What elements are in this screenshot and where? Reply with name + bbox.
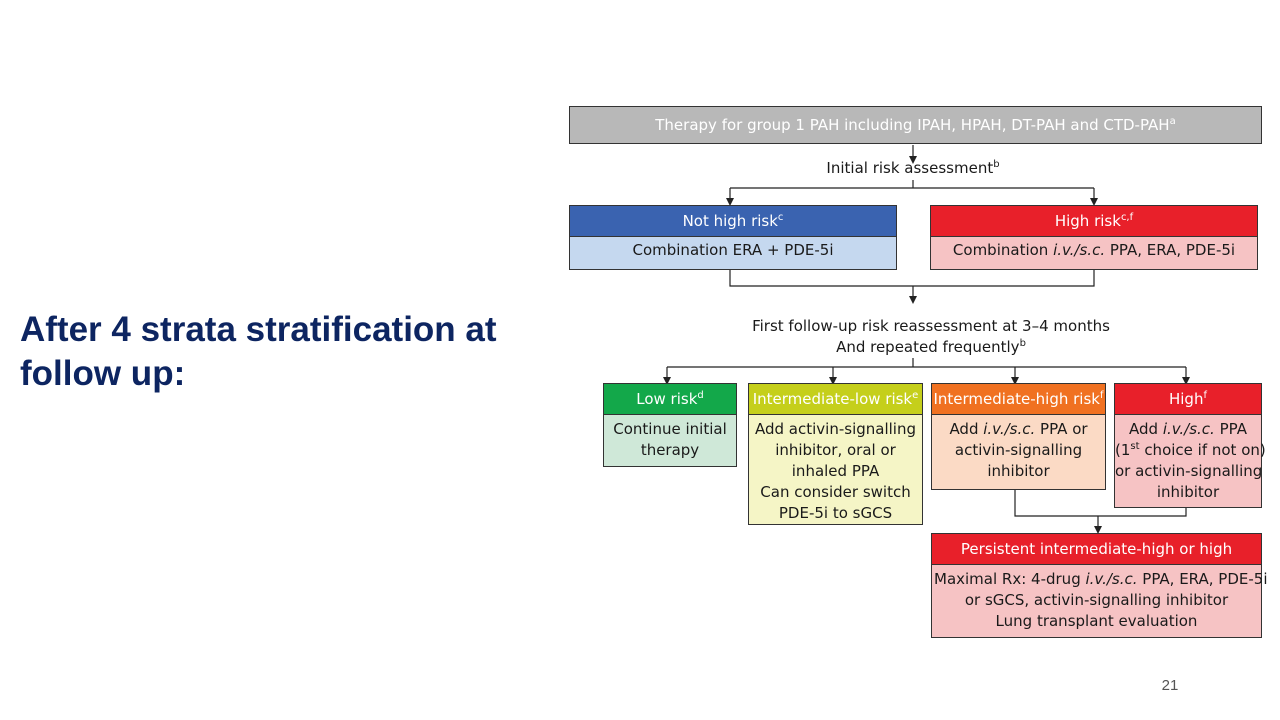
low-risk-sup: d bbox=[697, 390, 704, 401]
low-risk-line2: therapy bbox=[640, 441, 700, 459]
persistent-header: Persistent intermediate-high or high bbox=[932, 534, 1261, 565]
intermediate-high-line1-suffix: PPA or bbox=[1035, 420, 1088, 438]
intermediate-low-body: Add activin-signalling inhibitor, oral o… bbox=[749, 415, 922, 528]
intermediate-high-body: Add i.v./s.c. PPA or activin-signalling … bbox=[932, 415, 1105, 486]
not-high-risk-sup: c bbox=[777, 212, 784, 223]
high-f-line2-suffix: choice if not on) bbox=[1139, 441, 1266, 459]
initial-assessment-sup: b bbox=[993, 159, 1000, 170]
intermediate-high-title: Intermediate-high risk bbox=[933, 390, 1100, 408]
intermediate-high-line2: activin-signalling bbox=[954, 441, 1083, 459]
intermediate-low-line4: Can consider switch bbox=[760, 483, 911, 501]
high-f-line2-prefix: (1 bbox=[1115, 441, 1131, 459]
low-risk-header: Low riskd bbox=[604, 384, 736, 415]
high-f-line1-prefix: Add bbox=[1129, 420, 1163, 438]
not-high-risk-header: Not high riskc bbox=[570, 206, 896, 237]
high-risk-title: High risk bbox=[1054, 212, 1121, 230]
high-risk-body-suffix: PPA, ERA, PDE-5i bbox=[1105, 241, 1236, 259]
high-f-line4: inhibitor bbox=[1156, 483, 1220, 501]
low-risk-body: Continue initial therapy bbox=[604, 415, 736, 465]
high-risk-header: High riskc,f bbox=[931, 206, 1257, 237]
connector-merge bbox=[729, 270, 1095, 287]
persistent-line1-suffix: PPA, ERA, PDE-5i bbox=[1137, 570, 1268, 588]
top-therapy-box: Therapy for group 1 PAH including IPAH, … bbox=[569, 106, 1262, 144]
intermediate-low-line3: inhaled PPA bbox=[791, 462, 880, 480]
top-therapy-sup: a bbox=[1169, 116, 1176, 127]
initial-assessment-text: Initial risk assessment bbox=[826, 159, 994, 177]
top-therapy-text: Therapy for group 1 PAH including IPAH, … bbox=[655, 116, 1170, 134]
intermediate-high-line1-prefix: Add bbox=[949, 420, 984, 438]
intermediate-low-line2: inhibitor, oral or bbox=[775, 441, 896, 459]
intermediate-high-line1-italic: i.v./s.c. bbox=[983, 420, 1036, 438]
low-risk-line1: Continue initial bbox=[613, 420, 727, 438]
high-risk-body: Combination i.v./s.c. PPA, ERA, PDE-5i bbox=[931, 237, 1257, 264]
high-f-body: Add i.v./s.c. PPA (1st choice if not on)… bbox=[1115, 415, 1266, 507]
persistent-line1-italic: i.v./s.c. bbox=[1085, 570, 1138, 588]
high-f-box: Highf Add i.v./s.c. PPA (1st choice if n… bbox=[1114, 383, 1266, 508]
persistent-line2: or sGCS, activin-signalling inhibitor bbox=[964, 591, 1229, 609]
followup-label: First follow-up risk reassessment at 3–4… bbox=[731, 316, 1131, 358]
intermediate-low-box: Intermediate-low riske Add activin-signa… bbox=[748, 383, 923, 525]
intermediate-high-header: Intermediate-high riskf bbox=[932, 384, 1105, 415]
intermediate-high-sup: f bbox=[1099, 390, 1104, 401]
followup-line2: And repeated frequently bbox=[836, 338, 1020, 356]
persistent-line3: Lung transplant evaluation bbox=[995, 612, 1198, 630]
low-risk-title: Low risk bbox=[636, 390, 698, 408]
not-high-risk-body: Combination ERA + PDE-5i bbox=[632, 241, 834, 259]
followup-line1: First follow-up risk reassessment at 3–4… bbox=[752, 317, 1110, 335]
high-risk-sup: c,f bbox=[1120, 212, 1134, 223]
not-high-risk-box: Not high riskc Combination ERA + PDE-5i bbox=[569, 205, 897, 270]
intermediate-low-line5: PDE-5i to sGCS bbox=[778, 504, 893, 522]
intermediate-low-title: Intermediate-low risk bbox=[752, 390, 913, 408]
initial-assessment-label: Initial risk assessmentb bbox=[763, 158, 1063, 179]
persistent-box: Persistent intermediate-high or high Max… bbox=[931, 533, 1267, 638]
persistent-body: Maximal Rx: 4-drug i.v./s.c. PPA, ERA, P… bbox=[932, 565, 1267, 636]
high-risk-body-prefix: Combination bbox=[952, 241, 1054, 259]
not-high-risk-title: Not high risk bbox=[682, 212, 778, 230]
slide-title: After 4 strata stratification at follow … bbox=[20, 310, 497, 393]
intermediate-high-box: Intermediate-high riskf Add i.v./s.c. PP… bbox=[931, 383, 1106, 490]
intermediate-low-line1: Add activin-signalling bbox=[755, 420, 916, 438]
high-risk-box: High riskc,f Combination i.v./s.c. PPA, … bbox=[930, 205, 1258, 270]
persistent-line1-prefix: Maximal Rx: 4-drug bbox=[934, 570, 1086, 588]
intermediate-high-line3: inhibitor bbox=[987, 462, 1050, 480]
followup-line2-sup: b bbox=[1019, 338, 1026, 349]
high-f-sup: f bbox=[1203, 390, 1207, 401]
high-f-line2-sup: st bbox=[1130, 441, 1140, 452]
high-f-line1-suffix: PPA bbox=[1214, 420, 1247, 438]
high-f-line3: or activin-signalling bbox=[1115, 462, 1263, 480]
intermediate-low-header: Intermediate-low riske bbox=[749, 384, 922, 415]
high-risk-body-italic: i.v./s.c. bbox=[1053, 241, 1106, 259]
page-number: 21 bbox=[1161, 677, 1179, 694]
high-f-title: High bbox=[1168, 390, 1204, 408]
low-risk-box: Low riskd Continue initial therapy bbox=[603, 383, 737, 467]
intermediate-low-sup: e bbox=[912, 390, 919, 401]
high-f-line1-italic: i.v./s.c. bbox=[1162, 420, 1215, 438]
high-f-header: Highf bbox=[1115, 384, 1261, 415]
